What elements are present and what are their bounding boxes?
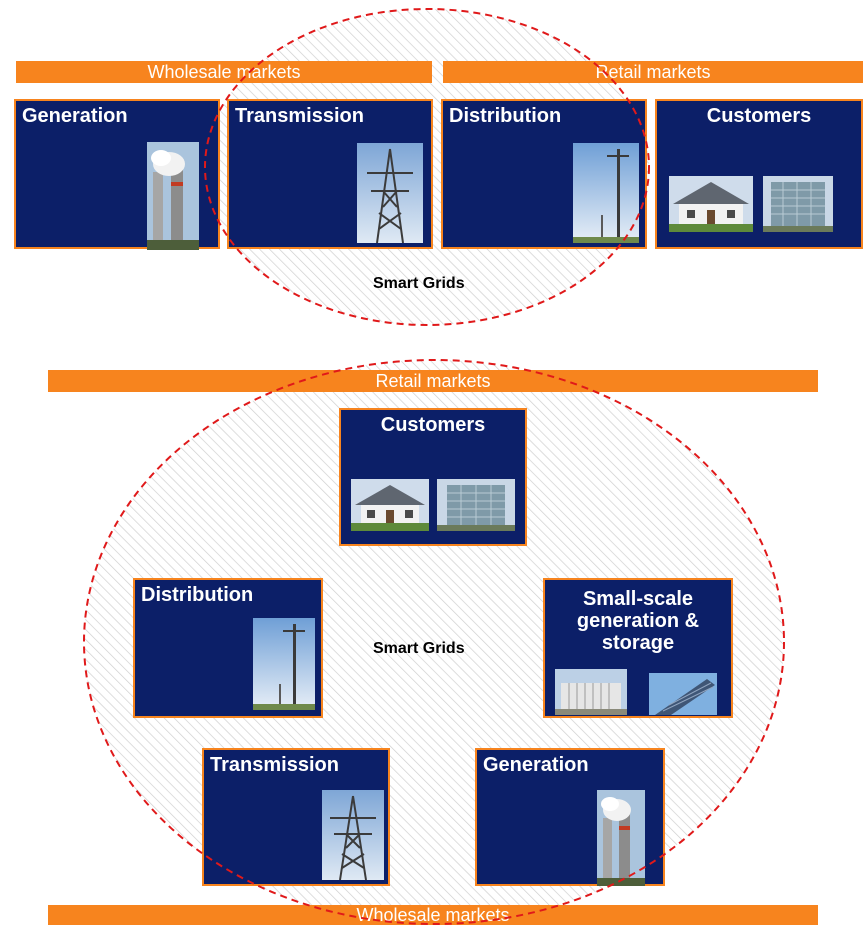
top-wholesale-markets-bar: Wholesale markets [16, 61, 432, 83]
bottom-wholesale-markets-bar: Wholesale markets [48, 905, 818, 925]
top-distribution-box: Distribution [441, 99, 647, 249]
bottom-transmission-box: Transmission [202, 748, 390, 886]
bottom-distribution-box: Distribution [133, 578, 323, 718]
utility-pole-photo-icon [573, 143, 639, 243]
bottom-retail-markets-bar: Retail markets [48, 370, 818, 392]
box-title: Distribution [449, 105, 562, 127]
box-title: Customers [380, 414, 486, 436]
pylon-photo-icon [322, 790, 384, 880]
bottom-customers-box: Customers [339, 408, 527, 546]
top-customers-box: Customers [655, 99, 863, 249]
pylon-photo-icon [357, 143, 423, 243]
house-photo-icon [351, 479, 429, 531]
top-transmission-box: Transmission [227, 99, 433, 249]
top-smart-grids-label: Smart Grids [373, 275, 465, 292]
solar-panel-photo-icon [649, 673, 717, 715]
house-photo-icon [669, 176, 753, 232]
bottom-smart-grids-label: Smart Grids [373, 640, 465, 657]
office-building-photo-icon [437, 479, 515, 531]
bottom-small-scale-generation-storage-box: Small-scale generation & storage [543, 578, 733, 718]
utility-pole-photo-icon [253, 618, 315, 710]
box-title: Generation [22, 105, 128, 127]
smokestack-photo-icon [597, 790, 645, 886]
box-title: Generation [483, 754, 589, 776]
top-generation-box: Generation [14, 99, 220, 250]
office-building-photo-icon [763, 176, 833, 232]
top-retail-markets-bar: Retail markets [443, 61, 863, 83]
box-title: Transmission [210, 754, 339, 776]
box-title: Customers [706, 105, 812, 127]
box-title: Small-scale generation & storage [576, 588, 700, 654]
bottom-generation-box: Generation [475, 748, 665, 886]
box-title: Transmission [235, 105, 364, 127]
box-title: Distribution [141, 584, 254, 606]
battery-storage-photo-icon [555, 669, 627, 715]
smokestack-photo-icon [147, 142, 199, 250]
